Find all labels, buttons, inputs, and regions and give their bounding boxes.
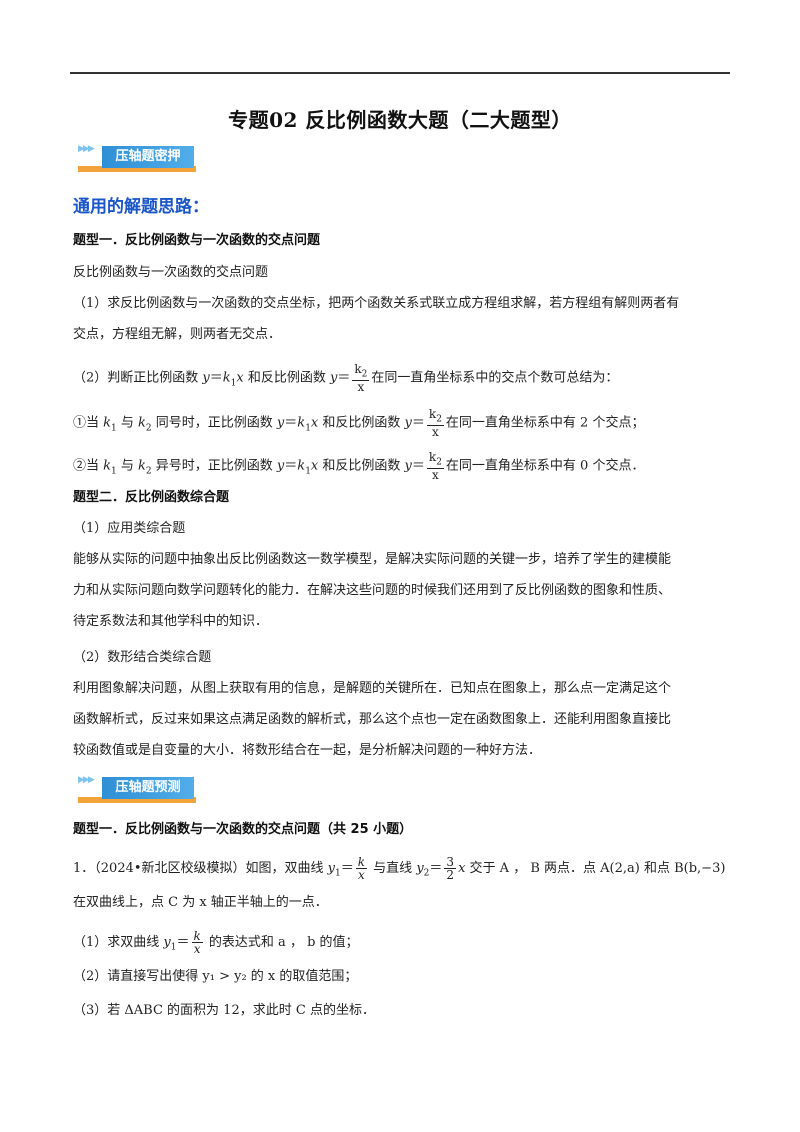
text: 的表达式和 a ， b 的值； [204,935,359,950]
q1-part2: （2）请直接写出使得 y₁ > y₂ 的 x 的取值范围； [73,969,358,984]
type2-s2a: 利用图象解决问题，从图上获取有用的信息，是解题的关键所在．已知点在图象上，那么点… [73,681,672,696]
text: 同号时，正比例函数 [151,415,277,431]
text: ②当 [73,458,104,474]
banner-label: 压轴题密押 [102,146,194,168]
type1-p1a: （1）求反比例函数与一次函数的交点坐标，把两个函数关系式联立成方程组求解，若方程… [73,296,680,311]
text: 异号时，正比例函数 [151,458,277,474]
top-rule [70,72,730,74]
type2-s2: （2）数形结合类综合题 [73,650,212,665]
general-heading: 通用的解题思路： [73,197,209,217]
banner-label: 压轴题预测 [102,777,194,799]
type2-s2b: 函数解析式，反过来如果这点满足函数的解析式，那么这个点也一定在函数图象上．还能利… [73,712,672,727]
q1-part3: （3）若 ΔABC 的面积为 12，求此时 C 点的坐标． [73,1003,375,1018]
type1-sub: 反比例函数与一次函数的交点问题 [73,265,269,280]
text: （2）判断正比例函数 [73,370,203,386]
text: 和反比例函数 [318,415,405,431]
type2-s1a: 能够从实际的问题中抽象出反比例函数这一数学模型，是解决实际问题的关键一步，培养了… [73,552,672,567]
text: 和反比例函数 [318,458,405,474]
banner-stripe [78,166,196,172]
text: （1）求双曲线 [73,935,164,950]
text: ①当 [73,415,104,431]
page-title: 专题02 反比例函数大题（二大题型） [228,108,572,132]
text: 与 [116,458,139,474]
q1-line2: 在双曲线上，点 C 为 x 轴正半轴上的一点． [73,895,328,910]
text: 与 [116,415,139,431]
text: 和反比例函数 [243,370,331,386]
arrow-icon: ▶▶▶ [78,144,95,154]
type1-p1b: 交点，方程组无解，则两者无交点． [73,327,282,342]
text: 在同一直角坐标系中的交点个数可总结为： [371,370,619,386]
type2-s1: （1）应用类综合题 [73,521,186,536]
text: 在同一直角坐标系中有 0 个交点． [445,458,645,474]
text: 1．（2024•新北区校级模拟）如图，双曲线 [73,861,328,876]
text: 交于 A ， B 两点．点 A(2,a) 和点 B(b,−3) [465,861,726,876]
type2-s1c: 待定系数法和其他学科中的知识． [73,614,269,629]
type2-s2c: 较函数值或是自变量的大小．将数形结合在一起，是分析解决问题的一种好方法． [73,743,542,758]
text: 与直线 [369,861,417,876]
type1-heading: 题型一．反比例函数与一次函数的交点问题 [73,233,321,248]
predict-heading: 题型一．反比例函数与一次函数的交点问题（共 25 小题） [73,822,413,837]
type2-heading: 题型二．反比例函数综合题 [73,490,230,505]
text: 在同一直角坐标系中有 2 个交点； [445,415,645,431]
arrow-icon: ▶▶▶ [78,775,95,785]
banner-stripe [78,797,196,803]
type2-s1b: 力和从实际问题向数学问题转化的能力．在解决这些问题的时候我们还用到了反比例函数的… [73,583,672,598]
